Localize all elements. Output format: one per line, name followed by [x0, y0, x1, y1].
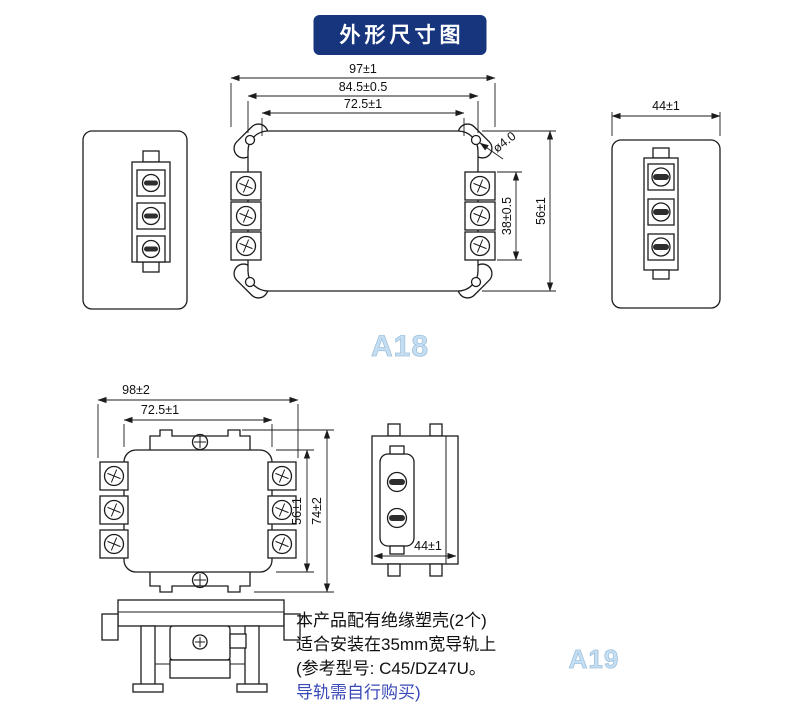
dim-overall-width-label: 97±1 [349, 62, 377, 76]
din-clip-latch [229, 633, 247, 649]
a19-din-rail-view [101, 599, 301, 693]
model-watermark-a19: A19 [569, 644, 620, 674]
front-view-right-terminals [267, 461, 297, 559]
dim-hole-diameter-label: ø4.0 [490, 129, 518, 155]
side-view-terminal-strip [379, 453, 415, 547]
front-view-body-outline [123, 449, 273, 573]
right-view-bottom-tab [652, 269, 670, 280]
right-view-top-tab [652, 147, 670, 159]
din-base-plate [117, 599, 285, 627]
left-view-top-tab [142, 150, 160, 163]
side-view-top-clip-left [387, 423, 401, 437]
dim-a19-body-height-label: 56±1 [290, 497, 304, 525]
a19-side-view: 44±1 [371, 423, 459, 577]
product-note: 本产品配有绝缘塑壳(2个) 适合安装在35mm宽导轨上 (参考型号: C45/D… [296, 611, 496, 702]
top-view-body-outline [247, 130, 479, 292]
dim-inner-width-label: 72.5±1 [344, 97, 382, 111]
page-title-badge: 外形尺寸图 [313, 15, 487, 55]
a18-left-side-view [82, 130, 188, 310]
left-view-bottom-tab [142, 261, 160, 273]
dim-a19-overall-height-label: 74±2 [310, 497, 324, 525]
dim-body-height-label: 56±1 [534, 197, 548, 225]
din-left-foot [132, 683, 164, 693]
din-left-tab [101, 613, 119, 641]
din-left-leg [140, 625, 156, 689]
top-view-left-terminals [230, 171, 262, 261]
side-view-bottom-clip-right [429, 563, 443, 577]
a18-dimensions: 97±1 84.5±0.5 72.5±1 ø4.0 38±0.5 56±1 [230, 62, 556, 292]
note-line-3: (参考型号: C45/DZ47U。 [296, 659, 486, 678]
note-line-4: 导轨需自行购买) [296, 683, 421, 702]
top-view-right-terminals [464, 171, 496, 261]
front-view-left-terminals [99, 461, 129, 559]
side-view-top-clip-right [429, 423, 443, 437]
a18-top-view [230, 123, 496, 299]
dim-mounting-width-label: 84.5±0.5 [339, 80, 388, 94]
right-view-terminals [647, 163, 675, 261]
a19-front-view: 98±2 72.5±1 [97, 383, 334, 593]
left-view-terminals [136, 169, 166, 263]
a18-right-side-view: 44±1 [611, 99, 721, 309]
model-watermark-a18: A18 [371, 330, 429, 363]
page-title: 外形尺寸图 [339, 24, 465, 47]
din-right-leg [244, 625, 260, 689]
din-right-tab [283, 613, 301, 641]
mounting-holes [244, 134, 482, 288]
din-right-foot [236, 683, 268, 693]
note-line-2: 适合安装在35mm宽导轨上 [296, 635, 496, 654]
side-view-bottom-clip-left [387, 563, 401, 577]
dim-terminal-height-label: 38±0.5 [500, 197, 514, 235]
dim-a19-side-width-label: 44±1 [414, 539, 442, 553]
dim-a19-inner-width-label: 72.5±1 [141, 403, 179, 417]
note-line-1: 本产品配有绝缘塑壳(2个) [296, 611, 487, 630]
dim-a19-overall-width-label: 98±2 [122, 383, 150, 397]
din-rail-profile [169, 659, 231, 679]
dim-side-width-label: 44±1 [652, 99, 680, 113]
